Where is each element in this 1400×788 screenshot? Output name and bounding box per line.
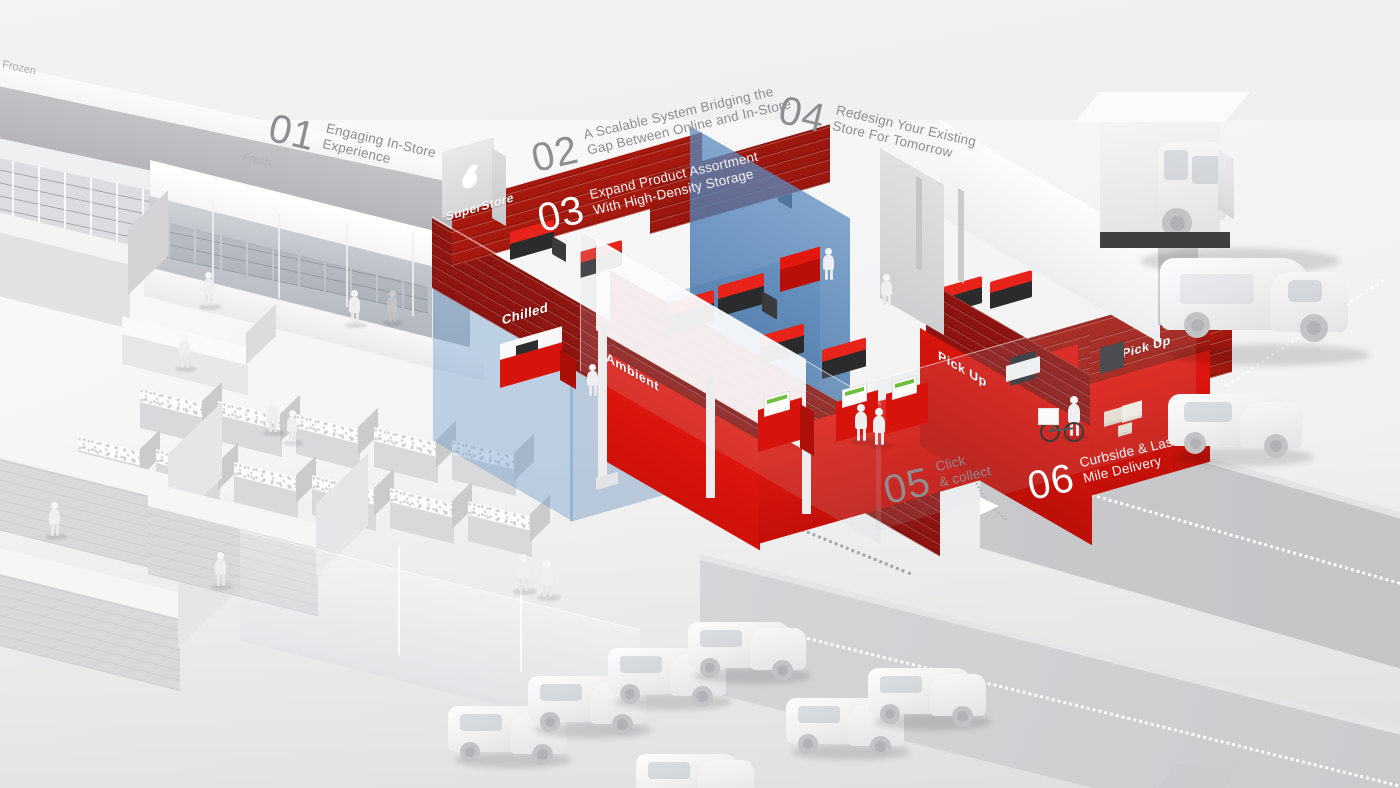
parked-van <box>786 690 926 770</box>
parked-van <box>636 746 776 788</box>
callout-01-number: 01 <box>264 106 320 160</box>
back-shelving-block <box>0 190 200 330</box>
callout-06-number: 06 <box>1023 455 1079 509</box>
glass-partition-mullion <box>398 545 400 656</box>
delivery-bicycle <box>1038 408 1088 444</box>
parked-van <box>688 614 828 694</box>
courier-cargo-box <box>1038 408 1059 425</box>
callout-05-number: 05 <box>879 459 935 513</box>
callout-04-number: 04 <box>774 88 830 142</box>
delivery-truck <box>1074 92 1400 300</box>
collect-canopy <box>596 238 896 514</box>
superstore-sign: SuperStore <box>432 137 522 262</box>
flow-arrow-outbound <box>980 497 999 515</box>
callout-03-number: 03 <box>533 187 589 241</box>
roll-cage-trolley <box>780 246 834 300</box>
parked-van <box>608 640 748 720</box>
callout-02-number: 02 <box>527 127 583 181</box>
curbside-car <box>1168 382 1338 482</box>
parked-van <box>868 660 1008 740</box>
delivery-van-dock <box>1160 248 1400 388</box>
